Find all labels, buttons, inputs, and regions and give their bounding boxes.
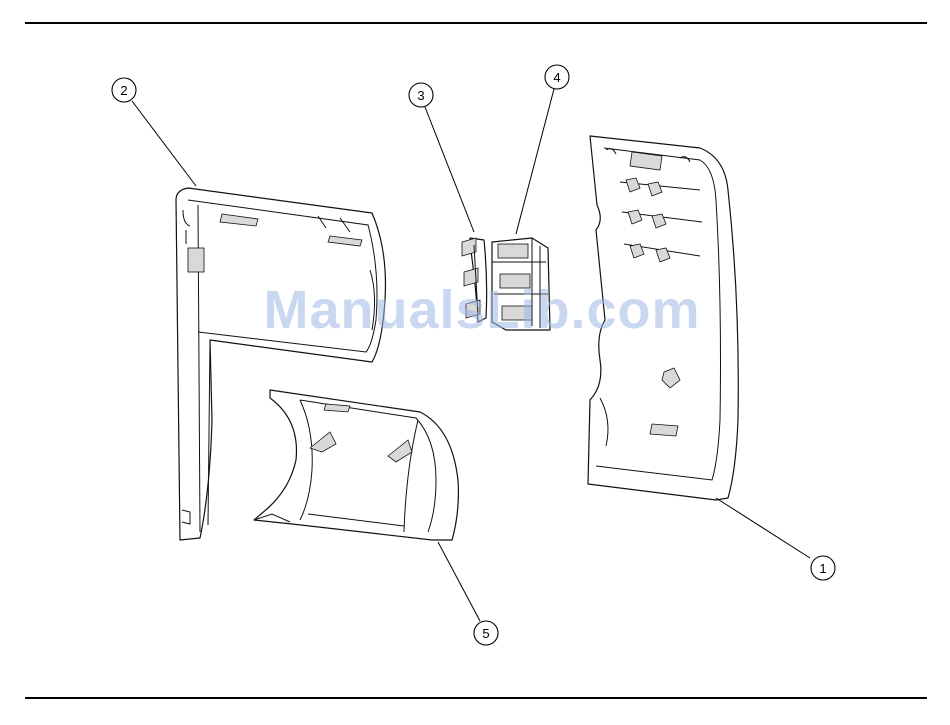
callout-1-label: 1 <box>819 561 826 576</box>
callout-1: 1 <box>811 556 835 580</box>
callout-3: 3 <box>409 83 433 107</box>
leader-1 <box>716 498 810 558</box>
callout-5: 5 <box>474 621 498 645</box>
callout-4: 4 <box>545 65 569 89</box>
leader-3 <box>425 107 474 232</box>
callout-2-label: 2 <box>120 83 127 98</box>
callout-2: 2 <box>112 78 136 102</box>
callout-5-label: 5 <box>482 626 489 641</box>
leader-4 <box>516 89 554 234</box>
callout-4-label: 4 <box>553 70 560 85</box>
callout-3-label: 3 <box>417 88 424 103</box>
leader-2 <box>132 101 196 186</box>
watermark: ManualsLib.com <box>263 280 700 340</box>
part-5-lower-tray <box>254 390 458 540</box>
leader-5 <box>438 542 480 621</box>
